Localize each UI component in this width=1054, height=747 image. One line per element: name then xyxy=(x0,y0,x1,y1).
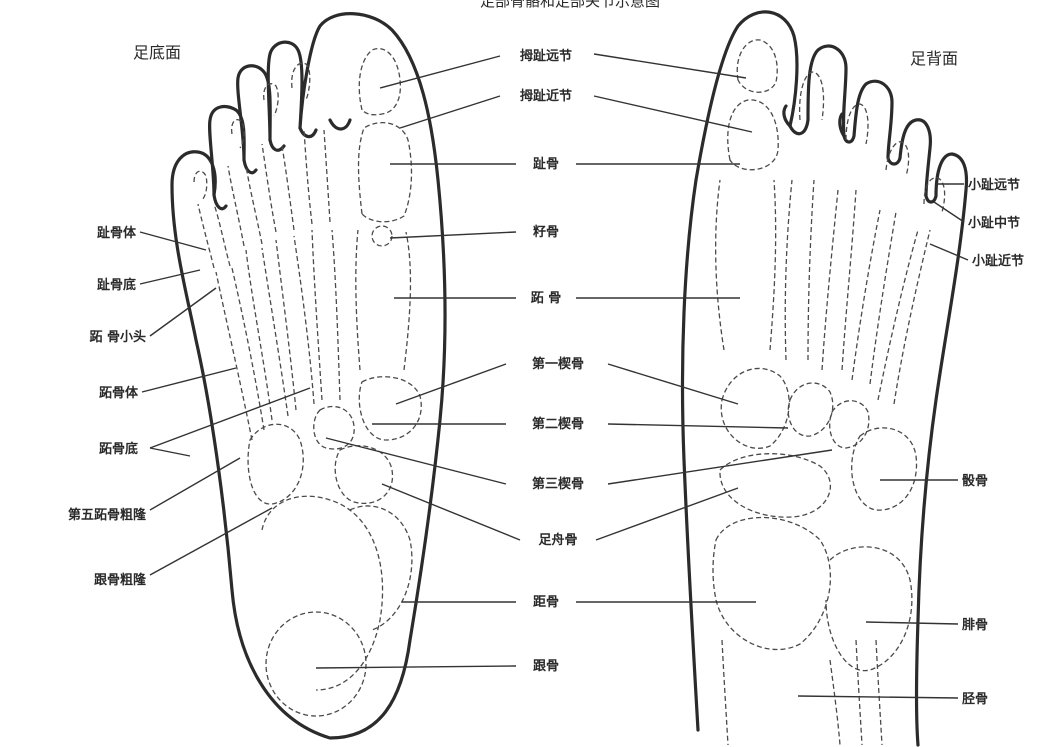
sole-view-label: 足底面 xyxy=(133,43,181,62)
leader-fibula xyxy=(866,622,958,624)
label-little-toe-distal: 小趾远节 xyxy=(968,177,1020,193)
sole-view-foot xyxy=(172,14,445,738)
leader-navicular-sole xyxy=(382,484,520,540)
dorsal-cuneiform-2 xyxy=(788,383,833,436)
dorsal-metatarsal-3 xyxy=(822,190,856,370)
dorsal-hallux-proximal xyxy=(728,100,778,170)
leader-phalanx-base xyxy=(140,270,200,284)
leader-cuneiform1-dorsal xyxy=(608,364,738,404)
sole-hallux-distal xyxy=(359,49,400,115)
sole-metatarsal-2 xyxy=(312,230,340,400)
leader-hallux-proximal-dorsal xyxy=(594,96,752,132)
label-navicular: 足舟骨 xyxy=(538,532,577,548)
sole-cuneiform-1 xyxy=(359,377,421,440)
label-metatarsals: 跖 骨 xyxy=(531,291,562,306)
label-third-cuneiform: 第三楔骨 xyxy=(532,476,584,492)
label-second-cuneiform: 第二楔骨 xyxy=(532,416,584,432)
leader-navicular-dorsal xyxy=(596,488,738,540)
label-hallux-proximal: 拇趾近节 xyxy=(520,88,572,104)
dorsal-calcaneus xyxy=(826,547,912,671)
sole-hallux-proximal xyxy=(359,123,412,222)
label-hallux-distal: 拇趾远节 xyxy=(520,48,572,64)
dorsal-metatarsal-4 xyxy=(852,210,896,384)
leader-sesamoid-sole xyxy=(390,232,516,238)
label-first-cuneiform: 第一楔骨 xyxy=(532,356,584,372)
leader-cuneiform3-sole xyxy=(326,438,506,484)
leader-little-toe-middle xyxy=(934,202,964,222)
leader-little-toe-proximal xyxy=(930,244,968,260)
sole-foot-outline xyxy=(172,14,445,738)
label-little-toe-middle: 小趾中节 xyxy=(968,215,1020,231)
label-metatarsal-base: 跖骨底 xyxy=(99,441,138,457)
leader-hallux-distal-sole xyxy=(380,56,500,88)
dorsal-toe2-phalanges xyxy=(800,72,824,120)
sole-calcaneus-body xyxy=(262,496,383,690)
sole-toe-gap-2 xyxy=(244,160,256,173)
label-metatarsal-body: 跖骨体 xyxy=(99,385,139,401)
sole-toe5-phalanges xyxy=(194,171,230,268)
dorsal-toe-gap-1 xyxy=(784,106,790,126)
leader-phalanx-body xyxy=(140,232,206,250)
left-labels: 趾骨体 趾骨底 跖 骨小头 跖骨体 跖骨底 第五跖骨粗隆 跟骨粗隆 xyxy=(68,225,147,588)
leader-cuneiform3-dorsal xyxy=(608,450,832,484)
leader-metatarsal-base-a xyxy=(150,388,310,448)
label-talus: 距骨 xyxy=(533,595,559,610)
label-fifth-metatarsal-tuberosity: 第五跖骨粗隆 xyxy=(68,507,147,523)
sole-metatarsal-1 xyxy=(356,230,411,370)
diagram-title: 足部骨骼和足部关节示意图 xyxy=(480,0,660,10)
dorsal-hallux-distal xyxy=(737,40,777,92)
sole-toe-gap-4 xyxy=(300,128,316,137)
dorsal-fibula xyxy=(856,640,882,745)
leader-fifth-metatarsal xyxy=(150,458,240,510)
dorsal-metatarsal-2 xyxy=(785,180,814,360)
sole-toe-gap-1 xyxy=(214,195,226,209)
label-cuboid: 骰骨 xyxy=(962,473,988,489)
label-phalanx-body: 趾骨体 xyxy=(97,225,137,241)
dorsal-talus xyxy=(713,518,830,650)
sole-calcaneus-bone xyxy=(266,612,366,716)
center-labels: 拇趾远节 拇趾近节 趾骨 籽骨 跖 骨 第一楔骨 第二楔骨 第三楔骨 足舟骨 距… xyxy=(520,48,584,674)
label-sesamoid: 籽骨 xyxy=(533,224,559,240)
sole-metatarsal-3 xyxy=(276,236,314,410)
dorsal-cuneiform-1 xyxy=(721,368,789,448)
label-fibula: 腓骨 xyxy=(962,617,988,633)
label-calcaneus: 跟骨 xyxy=(533,659,559,674)
leader-cuneiform2-dorsal xyxy=(608,424,788,428)
dorsal-metatarsal-1 xyxy=(716,180,776,350)
leader-calcaneus-sole xyxy=(316,666,516,668)
dorsal-cuneiform-3 xyxy=(830,401,869,448)
sole-sesamoid-bone xyxy=(372,226,392,246)
label-calcaneal-tuberosity: 跟骨粗隆 xyxy=(94,572,147,588)
dorsal-view-foot xyxy=(683,12,967,745)
dorsal-metatarsal-5 xyxy=(878,230,930,404)
leader-metatarsal-head xyxy=(150,288,216,336)
leader-metatarsal-body xyxy=(142,368,236,392)
leader-tibia xyxy=(798,696,958,698)
sole-navicular-bone xyxy=(335,446,392,504)
dorsal-tibia xyxy=(722,640,840,745)
label-phalanx-base: 趾骨底 xyxy=(97,277,136,293)
sole-cuneiform-2 xyxy=(314,407,354,449)
label-phalanges: 趾骨 xyxy=(533,157,559,172)
leader-cuneiform1-sole xyxy=(396,364,506,404)
leader-calcaneal-tuberosity xyxy=(150,508,272,575)
sole-metatarsal-4 xyxy=(246,248,288,420)
sole-toe-gap-5 xyxy=(330,120,350,129)
sole-toe2-phalanges xyxy=(292,63,330,224)
right-labels: 小趾远节 小趾中节 小趾近节 骰骨 腓骨 胫骨 xyxy=(961,177,1024,707)
label-tibia: 胫骨 xyxy=(961,692,988,707)
label-little-toe-proximal: 小趾近节 xyxy=(972,253,1024,269)
dorsal-navicular xyxy=(720,454,830,517)
sole-cuboid-bone xyxy=(248,424,303,504)
sole-toe3-phalanges xyxy=(262,84,294,232)
label-metatarsal-head: 跖 骨小头 xyxy=(89,329,146,345)
leader-metatarsal-base-b xyxy=(150,448,190,456)
leader-hallux-proximal-sole xyxy=(400,96,500,128)
dorsal-view-label: 足背面 xyxy=(910,49,958,68)
